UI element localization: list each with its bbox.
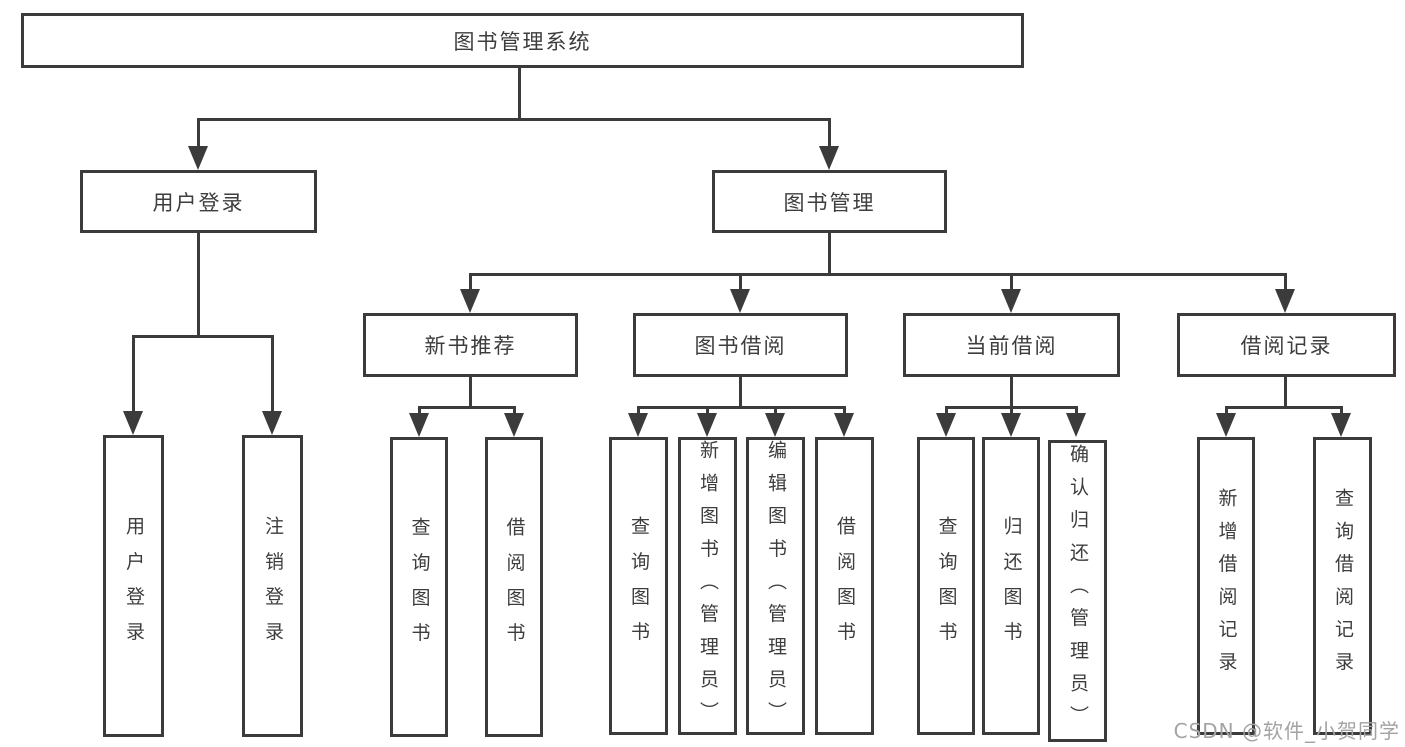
connector-vline — [637, 406, 640, 415]
node-label: 查询图书 — [408, 516, 431, 658]
arrowhead-down-icon — [188, 146, 208, 170]
arrowhead-down-icon — [628, 413, 648, 437]
connector-vline — [739, 377, 742, 408]
connector-hline — [133, 335, 274, 338]
node-label: 图书管理 — [783, 190, 876, 215]
node-newbook-borrow-book: 借阅图书 — [485, 437, 543, 737]
connector-vline — [271, 335, 274, 413]
arrowhead-down-icon — [1331, 413, 1351, 437]
arrowhead-down-icon — [460, 289, 480, 313]
connector-vline — [843, 406, 846, 415]
arrowhead-down-icon — [765, 413, 785, 437]
connector-vline — [132, 335, 135, 413]
node-current-return-book: 归还图书 — [982, 437, 1040, 735]
connector-vline — [518, 68, 521, 118]
node-label: 新增借阅记录 — [1215, 487, 1238, 685]
node-label: 借阅记录 — [1240, 334, 1333, 358]
node-label: 当前借阅 — [965, 334, 1058, 358]
node-book-borrow: 图书借阅 — [633, 313, 848, 377]
connector-vline — [1284, 377, 1287, 408]
connector-vline — [197, 233, 200, 335]
node-label: 用户登录 — [123, 515, 145, 657]
connector-hline — [1225, 406, 1343, 409]
connector-vline — [706, 406, 709, 415]
node-borrow-query-book: 查询图书 — [609, 437, 668, 735]
connector-vline — [1010, 406, 1013, 415]
node-user-login: 用户登录 — [80, 170, 317, 233]
node-borrow-records: 借阅记录 — [1177, 313, 1396, 377]
connector-vline — [774, 406, 777, 415]
node-label: 借阅图书 — [834, 515, 856, 657]
node-library-management-system: 图书管理系统 — [21, 13, 1024, 68]
node-label: 借阅图书 — [503, 516, 526, 658]
node-borrow-add-book-admin: 新增图书（管理员） — [678, 437, 737, 735]
node-records-query-borrow-record: 查询借阅记录 — [1313, 437, 1372, 735]
node-current-borrow: 当前借阅 — [903, 313, 1120, 377]
node-label: 新书推荐 — [424, 334, 517, 358]
node-label: 用户登录 — [152, 190, 245, 215]
arrowhead-down-icon — [730, 289, 750, 313]
connector-vline — [739, 273, 742, 291]
node-label: 新增图书（管理员） — [697, 440, 719, 735]
connector-vline — [1075, 406, 1078, 415]
arrowhead-down-icon — [262, 411, 282, 435]
connector-vline — [469, 273, 472, 291]
node-borrow-edit-book-admin: 编辑图书（管理员） — [746, 437, 805, 735]
arrowhead-down-icon — [409, 413, 429, 437]
node-label: 注销登录 — [262, 515, 284, 657]
connector-vline — [1010, 377, 1013, 408]
arrowhead-down-icon — [1001, 413, 1021, 437]
node-label: 查询图书 — [628, 515, 650, 657]
node-label: 图书借阅 — [694, 334, 787, 358]
connector-hline — [637, 406, 846, 409]
arrowhead-down-icon — [1066, 413, 1086, 437]
connector-hline — [418, 406, 516, 409]
node-borrow-borrow-book: 借阅图书 — [815, 437, 874, 735]
connector-vline — [197, 118, 200, 148]
connector-vline — [828, 118, 831, 148]
connector-vline — [1340, 406, 1343, 415]
arrowhead-down-icon — [1001, 289, 1021, 313]
arrowhead-down-icon — [1216, 413, 1236, 437]
node-current-query-book: 查询图书 — [917, 437, 975, 735]
node-records-add-borrow-record: 新增借阅记录 — [1197, 437, 1255, 735]
node-login-user-login: 用户登录 — [103, 435, 164, 737]
node-current-confirm-return-admin: 确认归还（管理员） — [1048, 440, 1107, 742]
connector-hline — [469, 273, 1286, 276]
connector-vline — [828, 233, 831, 273]
connector-hline — [198, 118, 831, 121]
node-book-management: 图书管理 — [712, 170, 947, 233]
node-label: 编辑图书（管理员） — [765, 440, 787, 735]
node-label: 确认归还（管理员） — [1067, 443, 1089, 739]
arrowhead-down-icon — [834, 413, 854, 437]
connector-vline — [1284, 273, 1287, 291]
connector-vline — [469, 377, 472, 408]
arrowhead-down-icon — [1275, 289, 1295, 313]
connector-vline — [513, 406, 516, 415]
connector-vline — [945, 406, 948, 415]
node-login-logout: 注销登录 — [242, 435, 303, 737]
arrowhead-down-icon — [936, 413, 956, 437]
arrowhead-down-icon — [123, 411, 143, 435]
node-label: 归还图书 — [1000, 515, 1023, 657]
arrowhead-down-icon — [697, 413, 717, 437]
connector-vline — [1010, 273, 1013, 291]
arrowhead-down-icon — [504, 413, 524, 437]
connector-vline — [1225, 406, 1228, 415]
csdn-watermark: CSDN @软件_小贺同学 — [1173, 719, 1400, 743]
arrowhead-down-icon — [819, 146, 839, 170]
node-newbook-query-book: 查询图书 — [390, 437, 448, 737]
node-label: 查询图书 — [935, 515, 958, 657]
node-label: 图书管理系统 — [453, 29, 592, 54]
connector-vline — [418, 406, 421, 415]
node-new-book-recommend: 新书推荐 — [363, 313, 578, 377]
node-label: 查询借阅记录 — [1332, 487, 1354, 685]
